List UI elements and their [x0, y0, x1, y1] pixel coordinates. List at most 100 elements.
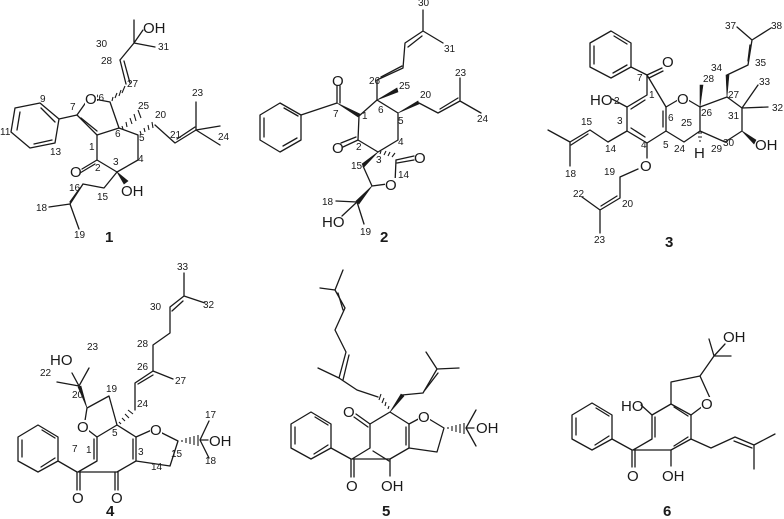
c3-pyran-oxygen: O — [677, 91, 689, 108]
locant-c2-23: 23 — [455, 68, 467, 79]
locant-c1-26: 26 — [93, 93, 105, 104]
locant-c1-24: 24 — [218, 132, 230, 143]
locant-c2-1: 1 — [362, 111, 368, 122]
c4-hydroxyl-21: HO — [50, 352, 73, 369]
locant-c3-7: 7 — [637, 73, 643, 84]
c5-hydroxyl-ring: OH — [381, 478, 404, 495]
c5-hydroxyl-side: OH — [476, 420, 499, 437]
locant-c2-30: 30 — [418, 0, 430, 9]
locant-c1-30: 30 — [96, 39, 108, 50]
locant-c1-7: 7 — [70, 102, 76, 113]
locant-c2-26: 26 — [369, 76, 381, 87]
locant-c4-14: 14 — [151, 462, 163, 473]
c4-right-furan-oxygen: O — [150, 422, 162, 439]
locant-c2-18: 18 — [322, 197, 334, 208]
locant-c1-28: 28 — [101, 56, 113, 67]
c3-hydrogen-25: H — [694, 145, 705, 162]
locant-c1-5: 5 — [139, 133, 145, 144]
locant-c1-23: 23 — [192, 88, 204, 99]
locant-c3-31: 31 — [728, 111, 740, 122]
locant-c3-38: 38 — [771, 21, 783, 32]
locant-c3-2: 2 — [614, 96, 620, 107]
c5-keto-oxygen: O — [343, 404, 355, 421]
compound-6-structure: OH HO O O OH 6 — [571, 329, 776, 519]
locant-c3-26: 26 — [701, 108, 713, 119]
c2-lactone-carbonyl-oxygen: O — [414, 150, 426, 167]
locant-c2-31: 31 — [444, 44, 456, 55]
locant-c3-1: 1 — [649, 90, 655, 101]
locant-c4-3: 3 — [138, 447, 144, 458]
locant-c3-15: 15 — [581, 117, 593, 128]
c1-furan-oxygen: O — [85, 91, 97, 108]
locant-c3-18: 18 — [565, 169, 577, 180]
compound-6-label: 6 — [663, 503, 671, 519]
locant-c3-24: 24 — [674, 144, 686, 155]
compound-4-label: 4 — [106, 503, 115, 519]
locant-c1-9: 9 — [40, 94, 46, 105]
locant-c2-19: 19 — [360, 227, 372, 238]
c3-ether-oxygen: O — [640, 158, 652, 175]
locant-c1-20: 20 — [155, 110, 167, 121]
locant-c1-11: 11 — [0, 127, 11, 138]
locant-c3-35: 35 — [755, 58, 767, 69]
c4-benzoyl-oxygen: O — [72, 490, 84, 507]
c6-hydroxyl-ring-top: HO — [621, 398, 644, 415]
locant-c4-17: 17 — [205, 410, 217, 421]
locant-c4-19: 19 — [106, 384, 118, 395]
locant-c3-6: 6 — [668, 113, 674, 124]
locant-c1-2: 2 — [95, 163, 101, 174]
locant-c1-6: 6 — [115, 129, 121, 140]
compound-3-label: 3 — [665, 234, 673, 251]
locant-c2-3: 3 — [376, 155, 382, 166]
locant-c3-14: 14 — [605, 144, 617, 155]
locant-c2-4: 4 — [398, 137, 404, 148]
locant-c2-7: 7 — [333, 109, 339, 120]
locant-c4-27: 27 — [175, 376, 187, 387]
c4-left-furan-oxygen: O — [77, 419, 89, 436]
locant-c2-6: 6 — [378, 105, 384, 116]
locant-c2-5: 5 — [398, 116, 404, 127]
locant-c2-14: 14 — [398, 170, 410, 181]
locant-c1-21: 21 — [170, 130, 182, 141]
locant-c4-7: 7 — [72, 444, 78, 455]
locant-c1-4: 4 — [138, 154, 144, 165]
c4-hydroxyl-16: OH — [209, 433, 232, 450]
c2-lactone-ring-oxygen: O — [385, 177, 397, 194]
locant-c3-20: 20 — [622, 199, 634, 210]
locant-c3-5: 5 — [663, 140, 669, 151]
locant-c2-24: 24 — [477, 114, 489, 125]
locant-c2-25: 25 — [399, 81, 411, 92]
locant-c3-30: 30 — [723, 138, 735, 149]
locant-c3-29: 29 — [711, 144, 723, 155]
compound-1-label: 1 — [105, 229, 113, 246]
locant-c4-26: 26 — [137, 362, 149, 373]
locant-c1-25: 25 — [138, 101, 150, 112]
compound-5-structure: O O OH O OH 5 — [290, 269, 499, 519]
compound-2-structure: 30 31 26 25 20 23 24 O 7 1 6 5 4 2 O 3 1… — [259, 0, 489, 246]
compound-3-structure: 37 38 35 34 33 32 28 27 31 26 25 30 29 2… — [547, 21, 784, 251]
locant-c4-5: 5 — [112, 428, 118, 439]
locant-c3-34: 34 — [711, 63, 723, 74]
c2-keto-oxygen: O — [332, 140, 344, 157]
locant-c1-3: 3 — [113, 157, 119, 168]
c1-hydroxyl-3: OH — [121, 183, 144, 200]
locant-c4-32: 32 — [203, 300, 215, 311]
locant-c4-30: 30 — [150, 302, 162, 313]
locant-c1-27: 27 — [127, 79, 139, 90]
locant-c1-18: 18 — [36, 203, 48, 214]
locant-c2-20: 20 — [420, 90, 432, 101]
locant-c2-15: 15 — [351, 161, 363, 172]
locant-c3-27: 27 — [728, 90, 740, 101]
locant-c3-23: 23 — [594, 235, 606, 246]
locant-c1-13: 13 — [50, 147, 62, 158]
c6-hydroxyl-ring-bottom: OH — [662, 468, 685, 485]
c3-hydroxyl-30: OH — [755, 137, 778, 154]
compound-5-label: 5 — [382, 503, 390, 519]
c3-benzoyl-oxygen: O — [662, 54, 674, 71]
c1-hydroxyl-29: OH — [143, 20, 166, 37]
locant-c2-2: 2 — [356, 142, 362, 153]
locant-c4-28: 28 — [137, 339, 149, 350]
locant-c4-23: 23 — [87, 342, 99, 353]
c6-hydroxyl-side: OH — [723, 329, 746, 346]
